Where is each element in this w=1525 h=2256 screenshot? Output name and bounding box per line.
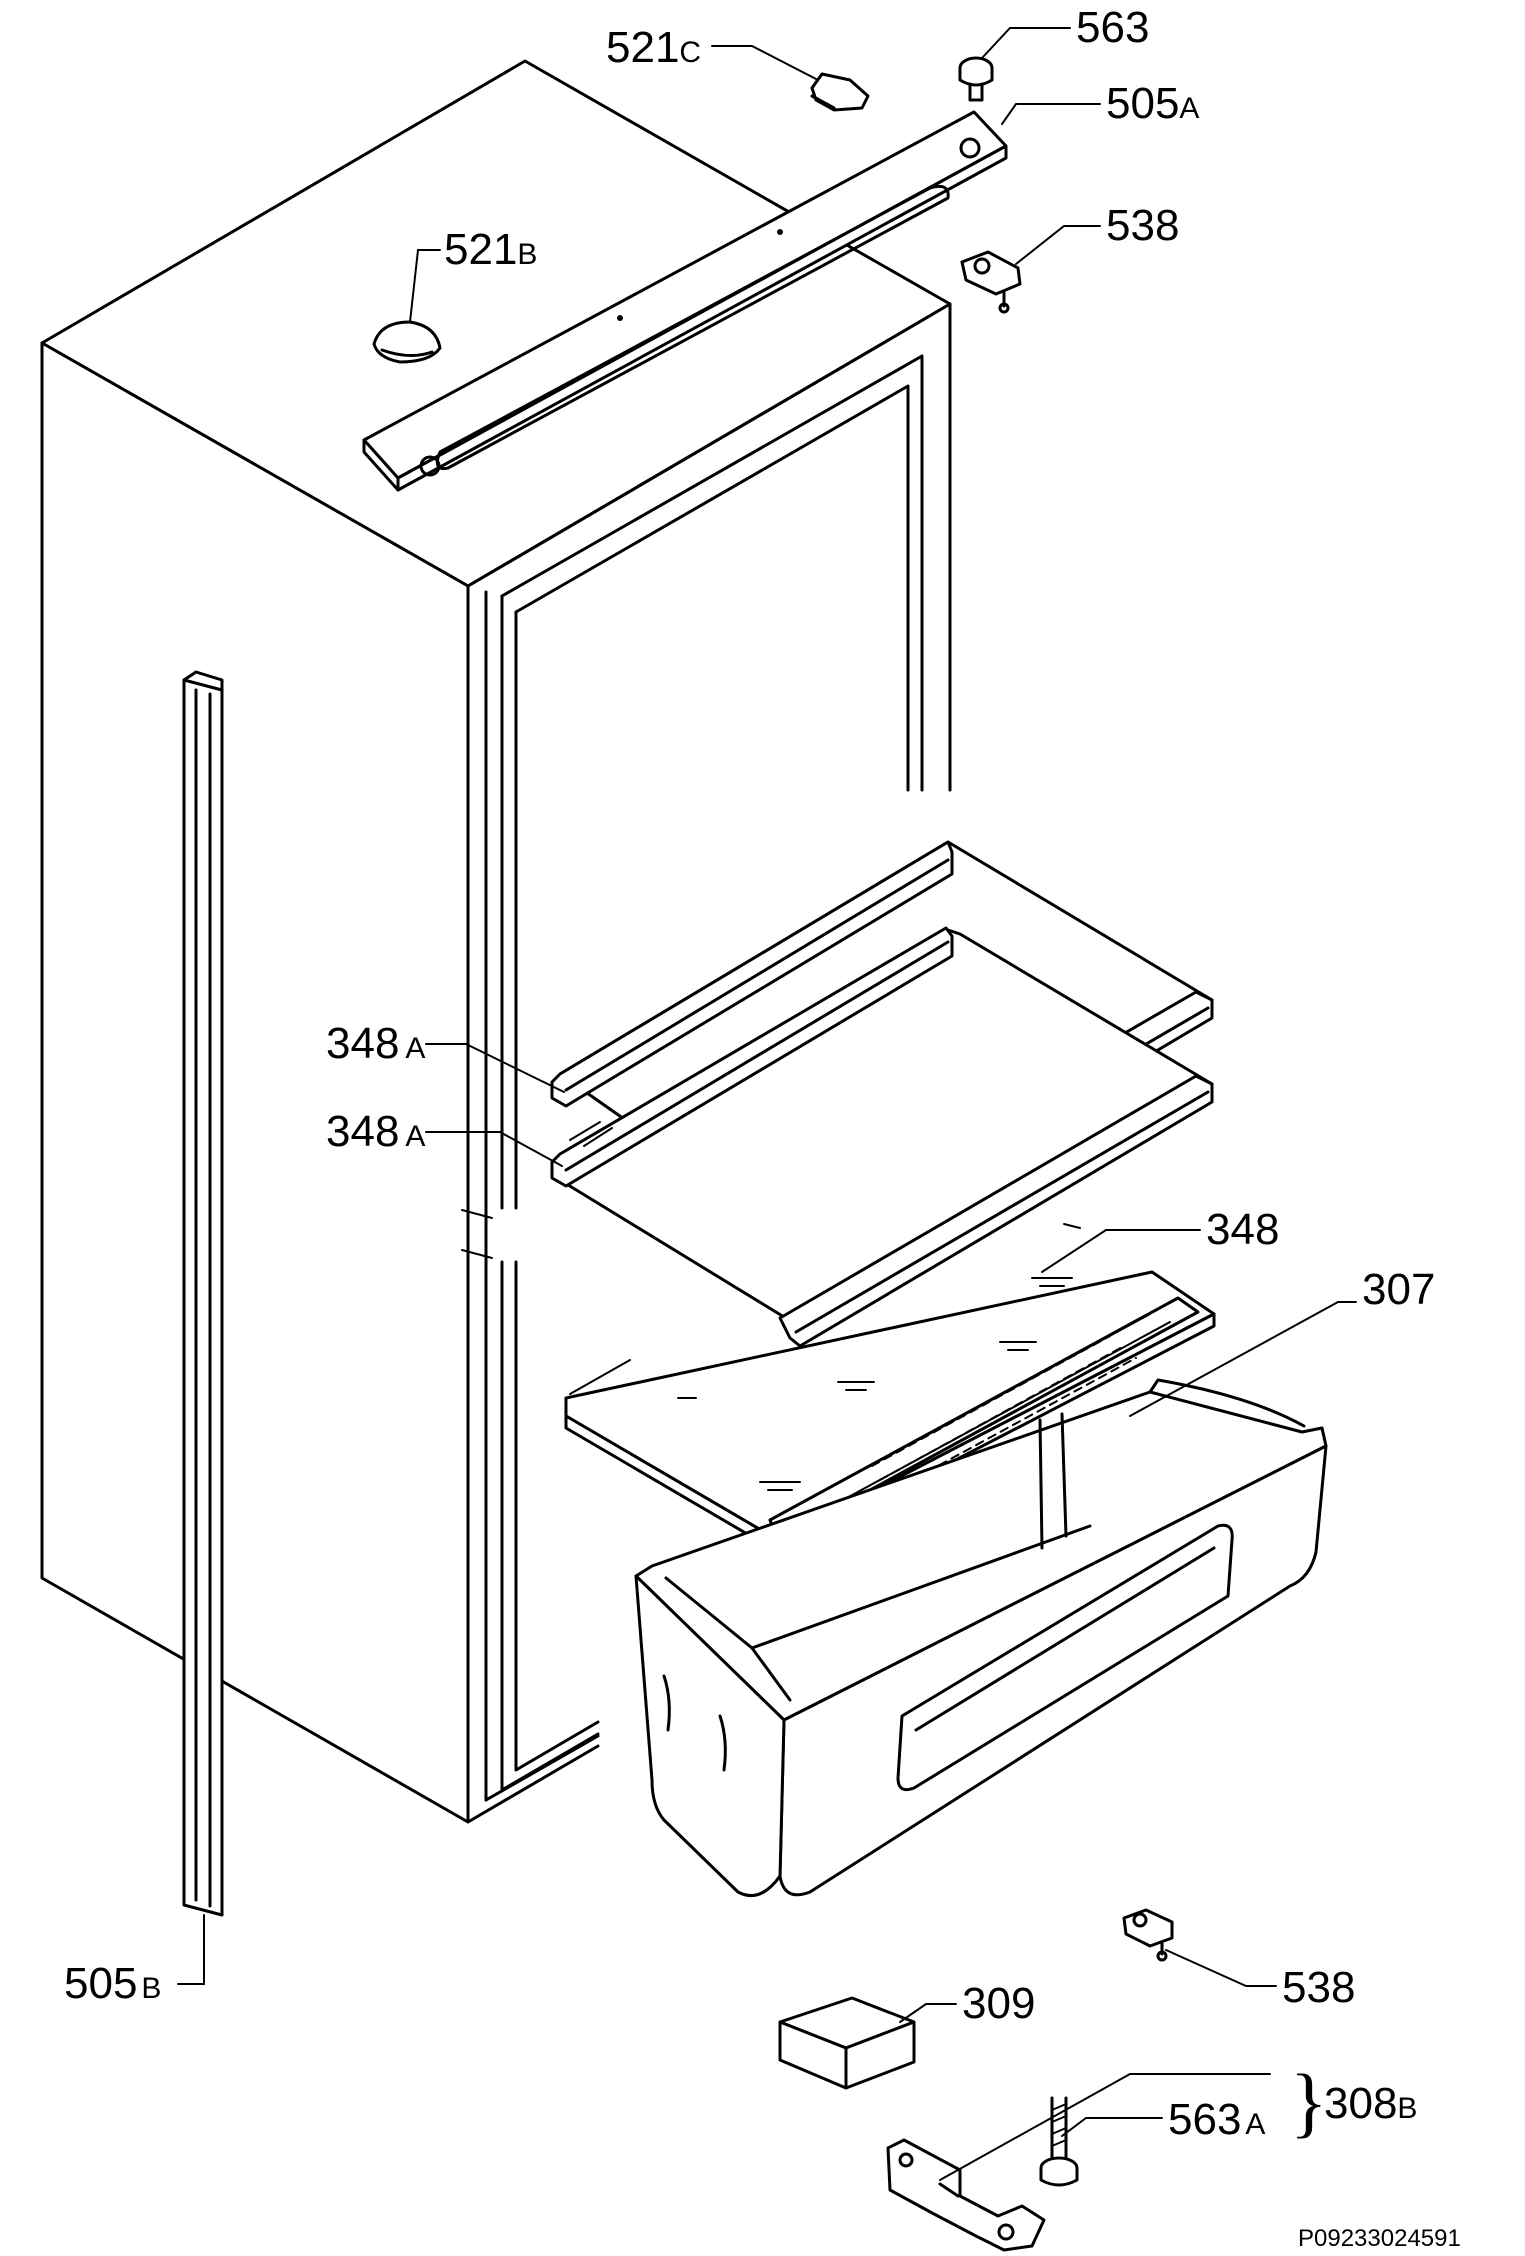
glass-shelf-348a-lower bbox=[550, 926, 1214, 1348]
crisper-drawer-307 bbox=[634, 1378, 1328, 1897]
screw-563 bbox=[958, 56, 994, 102]
leader-lines bbox=[177, 27, 1357, 2181]
drawing-code: P09233024591 bbox=[1298, 2225, 1461, 2252]
label-505a: 505A bbox=[1106, 79, 1199, 128]
top-hinge-bracket-505a bbox=[362, 110, 1008, 492]
cover-cap-521c bbox=[810, 72, 870, 112]
label-538-top: 538 bbox=[1106, 201, 1179, 250]
label-307: 307 bbox=[1362, 1265, 1435, 1314]
bottom-hinge-plate-308b bbox=[886, 2138, 1046, 2252]
hinge-pin-538-bottom bbox=[1122, 1908, 1174, 1962]
refrigerator-cabinet bbox=[40, 59, 952, 1824]
label-348: 348 bbox=[1206, 1205, 1279, 1254]
door-seal-strip-505b bbox=[182, 670, 224, 1917]
screw-563a bbox=[1039, 2096, 1079, 2187]
label-308b: 308B bbox=[1324, 2079, 1417, 2128]
label-521c: 521C bbox=[606, 23, 701, 72]
hinge-pin-538-top bbox=[960, 250, 1022, 314]
label-521b: 521B bbox=[444, 225, 537, 274]
label-309: 309 bbox=[962, 1979, 1035, 2028]
brace-symbol: } bbox=[1290, 2058, 1327, 2145]
label-538-bottom: 538 bbox=[1282, 1963, 1355, 2012]
cover-cap-521b bbox=[372, 320, 442, 364]
accessory-box-309 bbox=[778, 1996, 916, 2090]
label-563: 563 bbox=[1076, 3, 1149, 52]
